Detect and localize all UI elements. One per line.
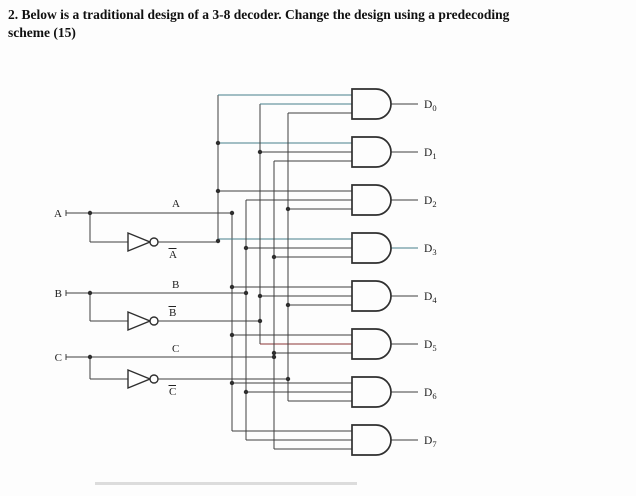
inverter-bubble — [149, 316, 159, 326]
and-gate-d5 — [351, 328, 392, 360]
wires-signal-a-bar — [158, 94, 352, 243]
rail-label-c: C — [172, 343, 179, 355]
not-gate-c — [127, 368, 159, 390]
question-line-1: 2. Below is a traditional design of a 3-… — [8, 7, 510, 22]
output-label-d6: D6 — [424, 387, 437, 401]
and-gate-d1 — [351, 136, 392, 168]
and-gates — [351, 88, 392, 456]
output-leads — [391, 103, 418, 441]
and-gate-d6 — [351, 376, 392, 408]
rail-label-a-bar: A — [169, 249, 177, 261]
output-label-d7: D7 — [424, 435, 437, 449]
scan-artifact — [95, 482, 357, 485]
question-line-2: scheme (15) — [8, 24, 76, 40]
rail-label-b: B — [172, 279, 179, 291]
output-label-d0: D0 — [424, 99, 437, 113]
input-label-c: C — [55, 352, 62, 364]
output-label-d5: D5 — [424, 339, 437, 353]
wires-signal-b-bar — [158, 103, 352, 345]
question-title: 2. Below is a traditional design of a 3-… — [8, 6, 628, 42]
and-gate-d3 — [351, 232, 392, 264]
and-gate-d7 — [351, 424, 392, 456]
output-label-d1: D1 — [424, 147, 437, 161]
input-label-b: B — [55, 288, 62, 300]
wires-signal-a — [65, 210, 352, 432]
output-label-d3: D3 — [424, 243, 437, 257]
inverter-bubble — [149, 374, 159, 384]
inverter-bubble — [149, 237, 159, 247]
and-gate-d0 — [351, 88, 392, 120]
junction-dots — [87, 140, 291, 395]
not-gate-b — [127, 310, 159, 332]
wires-signal-c-bar — [158, 112, 352, 402]
wires-signal-c — [65, 160, 352, 450]
input-label-a: A — [54, 208, 62, 220]
and-gate-d4 — [351, 280, 392, 312]
and-gate-d2 — [351, 184, 392, 216]
output-label-d4: D4 — [424, 291, 437, 305]
not-gate-a — [127, 231, 159, 253]
output-label-d2: D2 — [424, 195, 437, 209]
rail-label-b-bar: B — [169, 307, 176, 319]
rail-label-c-bar: C — [169, 386, 176, 398]
rail-label-a: A — [172, 198, 180, 210]
wires-signal-b — [65, 199, 352, 441]
